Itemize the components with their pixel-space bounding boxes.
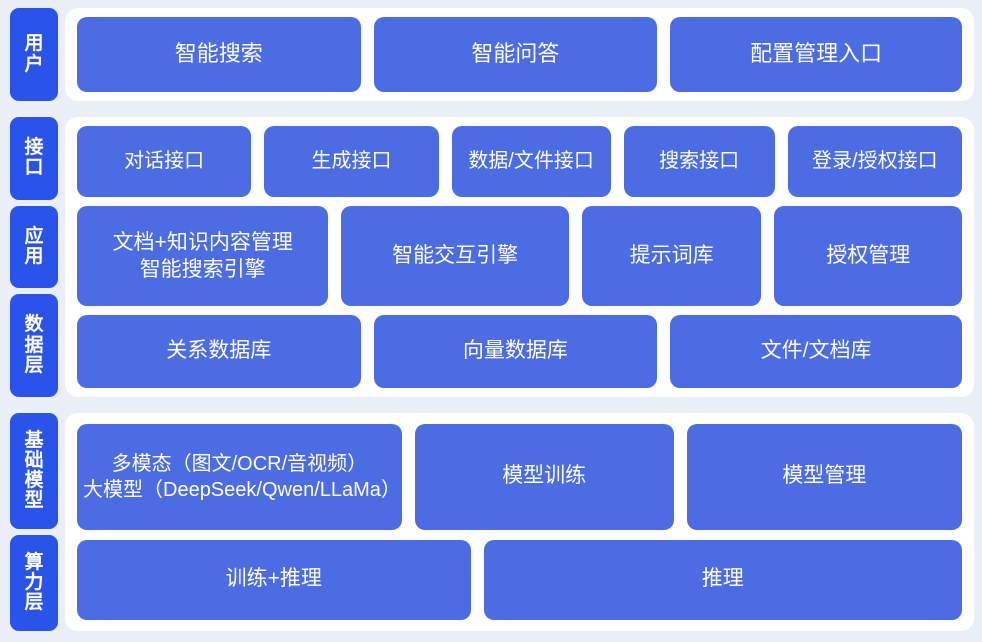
tab-column-base: 基础模型 算力层 [10,413,58,631]
layer-tab-foundation-model[interactable]: 基础模型 [10,413,58,530]
row-application: 文档+知识内容管理 智能搜索引擎 智能交互引擎 提示词库 授权管理 [77,206,962,307]
layer-tab-application-label: 应用 [24,225,45,267]
box-config-management-entry[interactable]: 配置管理入口 [670,17,962,92]
box-prompt-library[interactable]: 提示词库 [581,206,762,307]
row-user-entries: 智能搜索 智能问答 配置管理入口 [77,17,962,92]
band-users: 用户 智能搜索 智能问答 配置管理入口 [10,8,974,101]
row-models: 多模态（图文/OCR/音视频） 大模型（DeepSeek/Qwen/LLaMa）… [77,424,962,530]
layer-tab-compute[interactable]: 算力层 [10,535,58,631]
box-authorization-management[interactable]: 授权管理 [774,206,962,307]
tab-column-platform: 接口 应用 数据层 [10,117,58,397]
box-file-document-store[interactable]: 文件/文档库 [670,315,962,388]
box-smart-interaction-engine[interactable]: 智能交互引擎 [341,206,569,307]
row-data: 关系数据库 向量数据库 文件/文档库 [77,315,962,388]
box-document-knowledge-management[interactable]: 文档+知识内容管理 智能搜索引擎 [77,206,329,307]
tab-column-users: 用户 [10,8,58,101]
band-base: 基础模型 算力层 多模态（图文/OCR/音视频） 大模型（DeepSeek/Qw… [10,413,974,631]
layer-tab-foundation-model-label: 基础模型 [24,429,45,512]
panel-users: 智能搜索 智能问答 配置管理入口 [65,8,974,101]
box-multimodal-large-model[interactable]: 多模态（图文/OCR/音视频） 大模型（DeepSeek/Qwen/LLaMa） [77,424,402,530]
layer-tab-user[interactable]: 用户 [10,8,58,101]
panel-base: 多模态（图文/OCR/音视频） 大模型（DeepSeek/Qwen/LLaMa）… [65,413,974,631]
box-smart-search[interactable]: 智能搜索 [77,17,361,92]
row-interface: 对话接口 生成接口 数据/文件接口 搜索接口 登录/授权接口 [77,126,962,198]
band-platform: 接口 应用 数据层 对话接口 生成接口 数据/文件接口 搜索接口 登录/授权接口… [10,117,974,397]
layer-tab-interface[interactable]: 接口 [10,117,58,200]
box-login-auth-api[interactable]: 登录/授权接口 [787,126,962,198]
box-inference[interactable]: 推理 [483,539,962,620]
panel-platform: 对话接口 生成接口 数据/文件接口 搜索接口 登录/授权接口 文档+知识内容管理… [65,117,974,397]
layer-tab-data-label: 数据层 [24,314,45,376]
box-smart-qa[interactable]: 智能问答 [373,17,658,92]
box-model-training[interactable]: 模型训练 [414,424,674,530]
box-data-file-api[interactable]: 数据/文件接口 [451,126,611,198]
box-training-inference[interactable]: 训练+推理 [77,539,471,620]
layer-tab-compute-label: 算力层 [24,551,45,614]
layer-tab-interface-label: 接口 [24,137,45,179]
box-model-management[interactable]: 模型管理 [686,424,962,530]
box-vector-database[interactable]: 向量数据库 [373,315,658,388]
box-relational-database[interactable]: 关系数据库 [77,315,361,388]
box-generation-api[interactable]: 生成接口 [264,126,439,198]
box-dialog-api[interactable]: 对话接口 [77,126,252,198]
layer-tab-data[interactable]: 数据层 [10,294,58,397]
layer-tab-application[interactable]: 应用 [10,205,58,289]
row-compute: 训练+推理 推理 [77,539,962,620]
layer-tab-user-label: 用户 [24,33,45,75]
box-search-api[interactable]: 搜索接口 [623,126,775,198]
